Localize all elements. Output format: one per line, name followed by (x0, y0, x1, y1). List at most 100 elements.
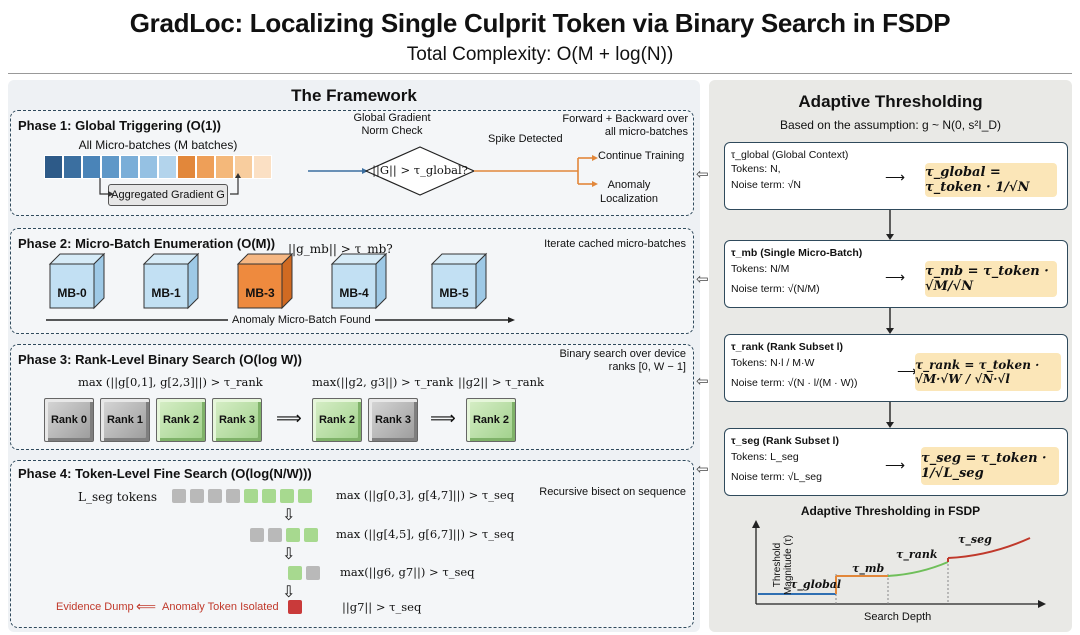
aggregated-gradient-box: Aggregated Gradient G (108, 184, 228, 206)
chart-label-seg: τ_seg (958, 533, 992, 546)
mb-condition: ||g_mb|| > τ_mb? (288, 242, 393, 256)
microbatch-cell (158, 155, 177, 179)
rank-group-c: Rank 2 (466, 398, 516, 442)
threshold-box-tokens: Tokens: N/M (731, 263, 790, 275)
mb-cube (330, 252, 388, 310)
token-condition-3: max(||g6, g7||) > τ_seq (340, 565, 475, 579)
link-arrow-icon: ⇦ (696, 461, 709, 478)
microbatch-cell (82, 155, 101, 179)
threshold-box-rank: τ_rank (Rank Subset l) Tokens: N·l / M·W… (724, 334, 1068, 402)
evidence-dump-label: Evidence Dump (56, 601, 134, 613)
threshold-box-mb: τ_mb (Single Micro-Batch) Tokens: N/M No… (724, 240, 1068, 308)
arrow-icon: ⟶ (885, 457, 906, 473)
microbatch-cell (196, 155, 215, 179)
phase2-title: Phase 2: Micro-Batch Enumeration (O(M)) (18, 236, 276, 251)
token (226, 489, 240, 503)
mb-label: MB-5 (439, 286, 469, 300)
phase3-note: Binary search over device ranks [0, W − … (559, 348, 686, 373)
page-title: GradLoc: Localizing Single Culprit Token… (129, 8, 951, 38)
continue-training-label: Continue Training (598, 150, 685, 162)
rank-block: Rank 3 (212, 398, 262, 442)
microbatch-strip (44, 155, 272, 179)
rank-block: Rank 2 (312, 398, 362, 442)
token (304, 528, 318, 542)
mb-label: MB-3 (245, 286, 275, 300)
assumption-text: Based on the assumption: g ~ N(0, s²I_D) (779, 118, 1002, 132)
phase4-title: Phase 4: Token-Level Fine Search (O(log(… (18, 466, 312, 481)
rank-block: Rank 0 (44, 398, 94, 442)
token-step-arrow: ⇩ (282, 584, 296, 601)
token (262, 489, 276, 503)
rank-block: Rank 2 (466, 398, 516, 442)
global-norm-diamond: ||G|| > τ_global? (372, 163, 468, 177)
microbatch-cell (139, 155, 158, 179)
token-condition-1: max (||g[0,3], g[4,7]||) > τ_seq (336, 488, 515, 502)
phase1-connectors (99, 146, 598, 197)
chart-label-global: τ_global (790, 578, 842, 591)
rank-block: Rank 2 (156, 398, 206, 442)
mb-label: MB-1 (151, 286, 181, 300)
title-divider (8, 73, 1072, 74)
rank-group-b: Rank 2 Rank 3 (312, 398, 418, 442)
threshold-box-tokens: Tokens: N, (731, 163, 781, 175)
token (306, 566, 320, 580)
mb-cubes (46, 252, 515, 323)
rank-block: Rank 3 (368, 398, 418, 442)
chart-label-rank: τ_rank (896, 548, 938, 561)
mb-cube (142, 252, 200, 310)
threshold-chart (752, 520, 1046, 608)
token (172, 489, 186, 503)
threshold-box-head: τ_mb (Single Micro-Batch) (731, 247, 863, 259)
token (280, 489, 294, 503)
mb-label: MB-4 (339, 286, 369, 300)
microbatch-cell (120, 155, 139, 179)
threshold-box-noise: Noise term: √(N · l/(M · W)) (731, 377, 858, 389)
token (208, 489, 222, 503)
token-row-2 (250, 528, 318, 542)
microbatch-cell (101, 155, 120, 179)
microbatch-cell (215, 155, 234, 179)
microbatch-cell (63, 155, 82, 179)
threshold-formula: τ_mb = τ_token · √M/√N (925, 261, 1057, 297)
microbatches-label: All Micro-batches (M batches) (78, 138, 238, 152)
token (286, 528, 300, 542)
microbatch-cell (177, 155, 196, 179)
anomaly-localization-label: Anomaly Localization (599, 179, 659, 205)
phase3-title: Phase 3: Rank-Level Binary Search (O(log… (18, 352, 302, 367)
phase4-box (10, 460, 694, 628)
arrow-icon: ⟶ (885, 169, 906, 185)
spike-detected-label: Spike Detected (488, 133, 563, 145)
token (250, 528, 264, 542)
token-step-arrow: ⇩ (282, 507, 296, 524)
threshold-box-global: τ_global (Global Context) Tokens: N, Noi… (724, 142, 1068, 210)
threshold-box-noise: Noise term: √(N/M) (731, 283, 820, 295)
rank-step-arrow: ⟹ (430, 408, 456, 428)
mb-cube (430, 252, 488, 310)
token-step-arrow: ⇩ (282, 546, 296, 563)
forward-backward-label: Forward + Backward over all micro-batche… (562, 113, 688, 138)
phase4-note: Recursive bisect on sequence (539, 486, 686, 498)
token (298, 489, 312, 503)
threshold-box-noise: Noise term: √N (731, 179, 801, 191)
rank-condition-1: max (||g[0,1], g[2,3]||) > τ_rank (78, 375, 263, 389)
mb-cube (48, 252, 106, 310)
box-flow-arrows (886, 210, 894, 428)
lseg-tokens-label: L_seg tokens (78, 490, 158, 504)
framework-heading: The Framework (291, 86, 417, 105)
chart-label-mb: τ_mb (852, 562, 885, 575)
microbatch-cell (234, 155, 253, 179)
mb-label: MB-0 (57, 286, 87, 300)
chart-title: Adaptive Thresholding in FSDP (800, 504, 981, 518)
threshold-box-seg: τ_seg (Rank Subset l) Tokens: L_seg Nois… (724, 428, 1068, 496)
page-subtitle: Total Complexity: O(M + log(N)) (406, 44, 674, 65)
link-arrow-icon: ⇦ (696, 373, 709, 390)
rank-group-a: Rank 0 Rank 1 Rank 2 Rank 3 (44, 398, 262, 442)
token-condition-2: max (||g[4,5], g[6,7]||) > τ_seq (336, 527, 515, 541)
threshold-formula: τ_seg = τ_token · 1/√L_seg (921, 447, 1059, 485)
arrow-icon: ⟶ (897, 363, 918, 379)
token (288, 566, 302, 580)
threshold-formula: τ_global = τ_token · 1/√N (925, 163, 1057, 197)
rank-condition-3: ||g2|| > τ_rank (458, 375, 544, 389)
phase1-title: Phase 1: Global Triggering (O(1)) (18, 118, 221, 133)
rank-block: Rank 1 (100, 398, 150, 442)
